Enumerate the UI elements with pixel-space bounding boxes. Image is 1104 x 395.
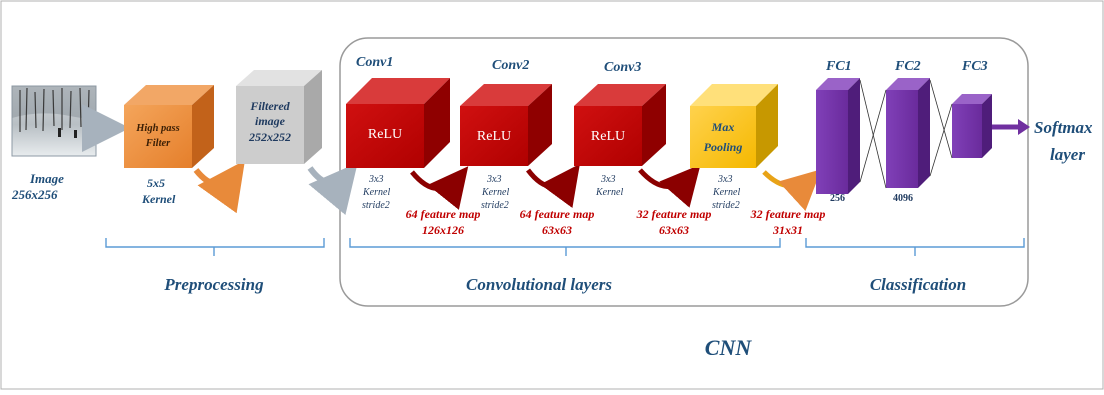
filtered-size: 252x252 (248, 130, 291, 144)
pool-kernel-size: 3x3 (717, 174, 732, 185)
input-size: 256x256 (11, 187, 58, 202)
conv3-arrow (638, 164, 701, 208)
pool-feature-map: 32 feature map (750, 207, 826, 221)
softmax-line2: layer (1050, 145, 1085, 164)
conv2-feature-size: 63x63 (542, 223, 572, 237)
max-pooling-block (690, 84, 778, 168)
fc1-title: FC1 (825, 59, 852, 74)
conv3-activation: ReLU (591, 129, 625, 144)
fc3-block (952, 94, 992, 158)
conv3-feature-size: 63x63 (659, 223, 689, 237)
conv1-stride: stride2 (362, 200, 390, 211)
classification-brace (805, 238, 1025, 256)
conv2-kernel-word: Kernel (481, 187, 509, 198)
conv-group-label: Convolutional layers (466, 275, 612, 294)
fc2-units: 4096 (893, 193, 913, 204)
pool-label-line2: Pooling (704, 140, 743, 154)
convolutional-brace (349, 238, 781, 256)
fc-connections (859, 79, 953, 189)
pool-feature-size: 31x31 (772, 223, 803, 237)
conv2-block (460, 84, 552, 166)
softmax-arrow-head (1018, 119, 1030, 135)
conv3-kernel-size: 3x3 (600, 174, 615, 185)
conv3-feature-map: 32 feature map (636, 207, 712, 221)
pool-arrow (762, 169, 822, 212)
conv1-title: Conv1 (356, 55, 393, 70)
fc1-units: 256 (830, 193, 845, 204)
conv2-activation: ReLU (477, 129, 511, 144)
filtered-arrow (307, 162, 358, 216)
filter-kernel-word: Kernel (141, 192, 176, 206)
conv1-arrow (410, 166, 469, 210)
cnn-label: CNN (705, 335, 753, 360)
conv1-feature-size: 126x126 (422, 223, 464, 237)
filtered-label-line2: image (255, 114, 286, 128)
fc3-title: FC3 (961, 59, 988, 74)
filtered-label-line1: Filtered (249, 99, 290, 113)
conv3-block (574, 84, 666, 166)
filtered-image-block (236, 70, 322, 164)
high-pass-filter-block (124, 85, 214, 168)
conv3-kernel-word: Kernel (595, 187, 623, 198)
filter-kernel-size: 5x5 (147, 176, 165, 190)
filter-arrow (193, 160, 245, 214)
conv1-block (346, 78, 450, 168)
conv2-stride: stride2 (481, 200, 509, 211)
input-title: Image (29, 171, 64, 186)
conv1-kernel-size: 3x3 (368, 174, 383, 185)
fc1-block (816, 78, 860, 194)
pool-stride: stride2 (712, 200, 740, 211)
conv2-feature-map: 64 feature map (520, 207, 595, 221)
fc2-block (886, 78, 930, 188)
conv1-activation: ReLU (368, 127, 402, 142)
fc2-title: FC2 (894, 59, 921, 74)
conv2-kernel-size: 3x3 (486, 174, 501, 185)
pool-label-line1: Max (711, 120, 735, 134)
conv2-arrow (526, 163, 580, 209)
class-group-label: Classification (870, 275, 966, 294)
input-image (11, 85, 97, 157)
pool-kernel-word: Kernel (712, 187, 740, 198)
filter-label-line1: High pass (135, 123, 179, 134)
conv2-title: Conv2 (492, 58, 529, 73)
conv1-kernel-word: Kernel (362, 187, 390, 198)
preprocessing-brace (105, 238, 325, 256)
filter-label-line2: Filter (145, 138, 171, 149)
preprocessing-group-label: Preprocessing (163, 275, 264, 294)
conv3-title: Conv3 (604, 60, 641, 75)
softmax-line1: Softmax (1034, 118, 1093, 137)
conv1-feature-map: 64 feature map (406, 207, 481, 221)
